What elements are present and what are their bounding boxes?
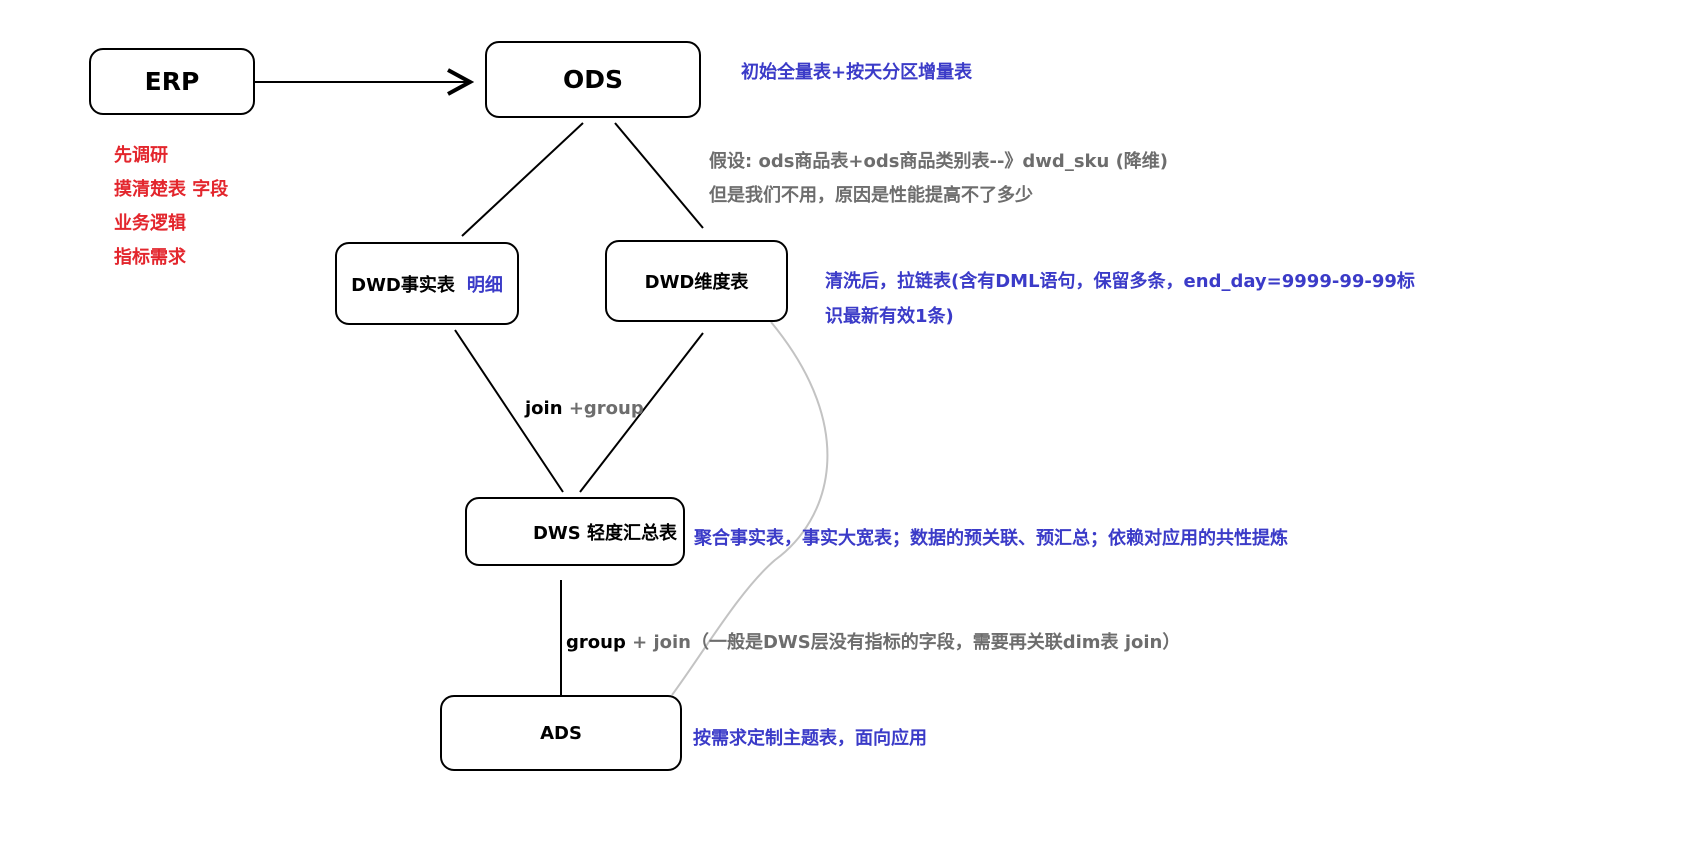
erp-label: ERP [144,67,200,96]
dwd-dim-to-ads-curve [671,321,829,696]
join-label: join [525,398,563,419]
ods-note: 初始全量表+按天分区增量表 [741,62,973,83]
dwd-fact-label: DWD事实表 [351,274,455,296]
dwd-fact-to-dws-line [454,329,564,493]
ods-to-dwd-dim-line [614,122,704,229]
group-join-edge-label: group + join（一般是DWS层没有指标的字段，需要再关联dim表 jo… [566,632,1180,654]
join2-label: + join（一般是DWS层没有指标的字段，需要再关联dim表 join） [632,632,1181,653]
ads-node: ADS [440,695,682,771]
ads-note: 按需求定制主题表，面向应用 [693,728,927,749]
dwd-fact-tag: 明细 [466,274,503,296]
erp-step-4: 指标需求 [114,247,186,268]
join-group-edge-label: join +group [525,398,644,420]
ods-node: ODS [485,41,701,118]
dws-label: DWS 轻度汇总表 [532,522,678,544]
dwd-dim-to-dws-line [579,332,704,493]
erp-step-2: 摸清楚表 字段 [114,179,229,200]
ods-to-dwd-fact-line [461,122,584,237]
dim-note-line-2: 识最新有效1条) [825,306,954,327]
dwd-dim-label: DWD维度表 [644,272,749,293]
group2-label: group [566,632,626,653]
group-label: +group [568,398,644,419]
dws-node: DWS 轻度汇总表 [465,497,685,566]
ods-assumption-line-1: 假设: ods商品表+ods商品类别表--》dwd_sku (降维) [709,151,1169,172]
ods-label: ODS [562,65,623,94]
erp-node: ERP [89,48,255,115]
erp-step-1: 先调研 [114,145,168,166]
erp-step-3: 业务逻辑 [114,213,186,234]
dwd-dim-node: DWD维度表 [605,240,788,322]
dwd-fact-node: DWD事实表 明细 [335,242,519,325]
dws-note: 聚合事实表，事实大宽表；数据的预关联、预汇总；依赖对应用的共性提炼 [694,528,1288,549]
ads-label: ADS [540,722,582,744]
dim-note-line-1: 清洗后，拉链表(含有DML语句，保留多条，end_day=9999-99-99标 [825,271,1415,292]
ods-assumption-line-2: 但是我们不用，原因是性能提高不了多少 [709,185,1033,206]
